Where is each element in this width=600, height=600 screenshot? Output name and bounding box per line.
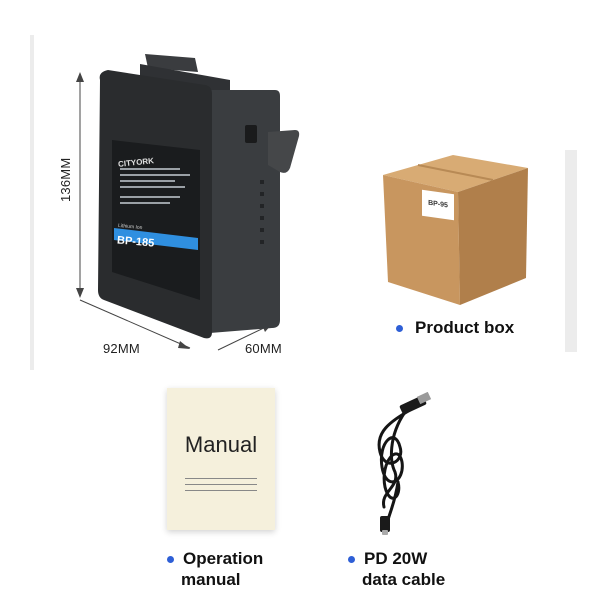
left-edge-bar [30, 35, 34, 370]
product-box-image [383, 155, 528, 305]
manual-line [185, 484, 257, 485]
manual-line [185, 490, 257, 491]
depth-dimension-label: 60MM [245, 341, 282, 356]
cable-caption-line2: data cable [362, 570, 446, 589]
manual-booklet: Manual [167, 388, 275, 530]
battery-image [98, 54, 300, 339]
product-box-caption: Product box [396, 318, 514, 338]
box-label: BP-95 [422, 189, 454, 221]
manual-caption-line1: Operation [183, 549, 264, 568]
manual-title: Manual [184, 432, 258, 457]
manual-caption: Operation [167, 549, 263, 569]
cable-caption: PD 20W [348, 549, 427, 569]
manual-line [185, 478, 257, 479]
manual-caption-line2: manual [181, 570, 241, 589]
product-box-caption-text: Product box [415, 318, 515, 337]
usb-cable-image [377, 392, 432, 535]
right-edge-bar [565, 150, 577, 352]
cable-caption-line1: PD 20W [364, 549, 428, 568]
bullet-icon [396, 325, 403, 333]
bullet-icon [167, 556, 174, 564]
width-dimension-label: 92MM [103, 341, 140, 356]
height-dimension-label: 136MM [58, 157, 73, 202]
bullet-icon [348, 556, 355, 564]
